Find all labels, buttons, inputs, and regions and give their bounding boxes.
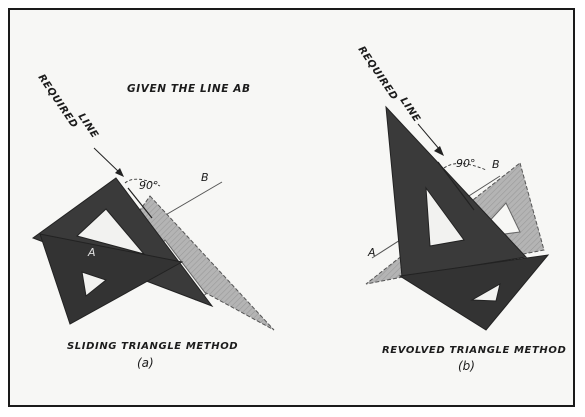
sub-caption-b: (b) <box>458 359 475 373</box>
required-line-b <box>437 161 475 211</box>
panel-b: REQUIRED LINE 90° B A REVOLVED TRIANGLE … <box>356 45 566 373</box>
required-label-a: REQUIRED <box>36 73 80 131</box>
point-b-label-b: B <box>492 158 500 171</box>
angle-label-a: 90° <box>139 179 159 192</box>
dark-triangle-lower-a <box>39 233 184 325</box>
required-line-a <box>127 187 153 219</box>
arrow-head-b <box>434 146 444 156</box>
point-b-label-a: B <box>201 171 209 184</box>
angle-label-b: 90° <box>456 157 476 170</box>
caption-b: REVOLVED TRIANGLE METHOD <box>382 345 566 356</box>
line-label-a: LINE <box>76 112 101 141</box>
right-angle-arc-b <box>443 163 487 171</box>
dark-triangle-tall-b <box>385 105 528 278</box>
dark-triangle-lower-b <box>398 254 550 331</box>
sub-caption-a: (a) <box>137 356 154 370</box>
required-label-b: REQUIRED <box>356 45 400 103</box>
arrow-shaft-a <box>93 147 121 174</box>
panel-a: REQUIRED LINE 90° B A SLIDING TRIANGLE M… <box>31 73 275 370</box>
point-a-label-b: A <box>367 246 376 259</box>
point-a-label-a: A <box>87 246 96 259</box>
caption-a: SLIDING TRIANGLE METHOD <box>67 341 238 352</box>
right-angle-arc-a <box>124 178 161 187</box>
arrow-shaft-b <box>417 123 441 151</box>
line-label-b: LINE <box>398 96 423 125</box>
figure-title: GIVEN THE LINE AB <box>127 83 251 95</box>
arrow-head-a <box>115 168 124 177</box>
